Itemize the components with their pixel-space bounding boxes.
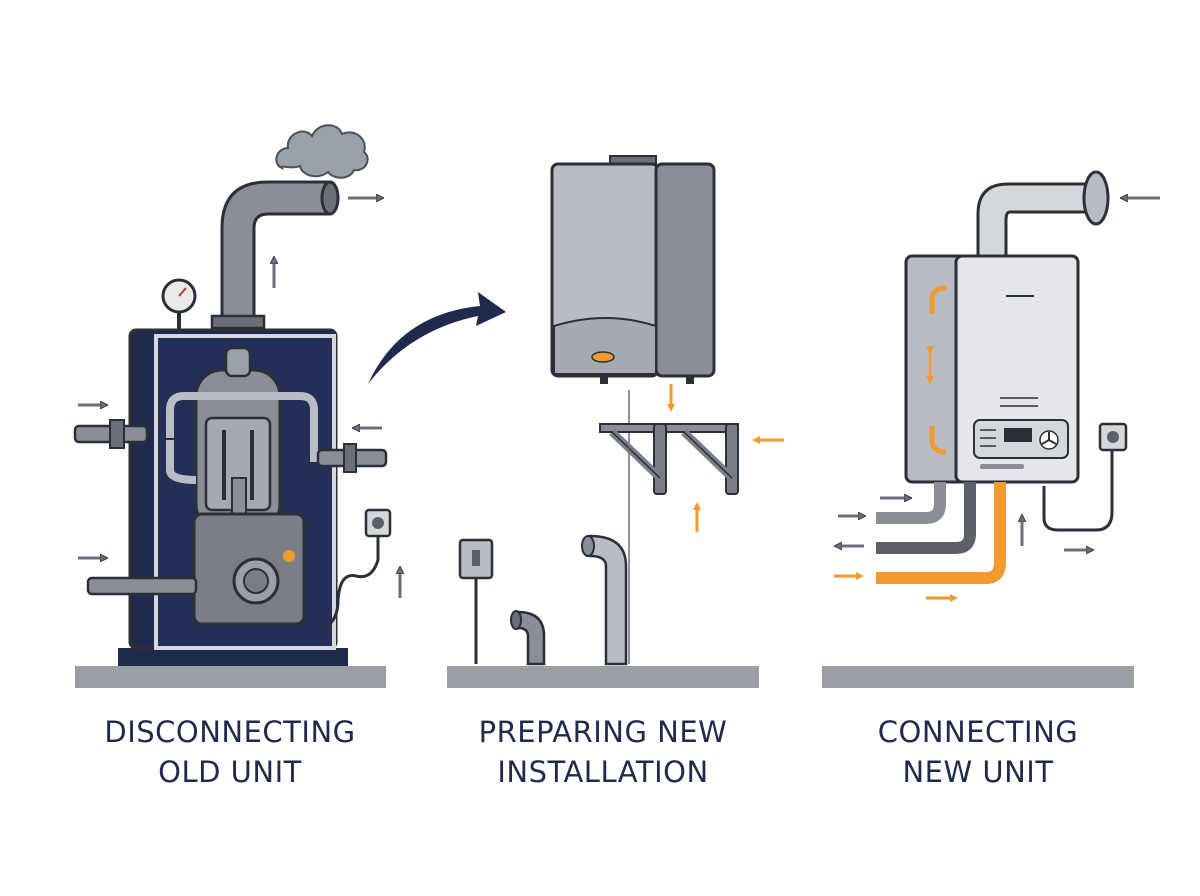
left-pipe-lower bbox=[86, 576, 198, 596]
pipe-orange bbox=[876, 482, 1006, 584]
orange-pipe-upper bbox=[929, 285, 947, 314]
boiler-foot-left bbox=[600, 376, 608, 384]
flue-collar bbox=[210, 314, 266, 330]
ground-slab bbox=[822, 666, 1134, 688]
ground-slab bbox=[75, 666, 386, 688]
short-pipe-opening bbox=[510, 610, 522, 630]
step-2-caption-line-2: INSTALLATION bbox=[497, 755, 709, 789]
step-1-caption: DISCONNECTING OLD UNIT bbox=[50, 712, 410, 792]
step-3-caption-line-2: NEW UNIT bbox=[902, 755, 1054, 789]
status-light-icon bbox=[283, 550, 295, 562]
connecting-illustration bbox=[822, 170, 1160, 688]
power-cord bbox=[317, 536, 380, 630]
pipe-gray-middle bbox=[876, 482, 976, 554]
boiler-lower-panel bbox=[553, 317, 657, 375]
step-2-caption: PREPARING NEW INSTALLATION bbox=[423, 712, 783, 792]
smoke-cloud-icon bbox=[275, 124, 369, 179]
outlet-socket bbox=[1107, 431, 1119, 443]
pipe-gray-upper bbox=[876, 482, 946, 524]
furnace-base bbox=[118, 648, 348, 666]
tall-pipe-opening bbox=[581, 535, 595, 557]
left-pipe-upper-valve bbox=[109, 419, 125, 449]
burner-port-inner bbox=[243, 568, 269, 594]
step-1-caption-line-2: OLD UNIT bbox=[158, 755, 302, 789]
boiler-foot-right bbox=[686, 376, 694, 384]
internal-pipe-lower bbox=[166, 440, 197, 484]
status-bar bbox=[980, 464, 1024, 469]
flue-pipe bbox=[220, 180, 332, 324]
gauge-needle bbox=[178, 287, 187, 297]
tank-top-cap bbox=[224, 346, 252, 378]
boiler-side bbox=[654, 162, 716, 378]
display-screen bbox=[1004, 428, 1032, 442]
step-3-caption-line-1: CONNECTING bbox=[877, 715, 1079, 749]
orange-pipe-lower bbox=[929, 426, 947, 455]
step-3-caption: CONNECTING NEW UNIT bbox=[798, 712, 1158, 792]
burner-box bbox=[231, 477, 247, 517]
switch-toggle bbox=[472, 550, 480, 566]
internal-pipe-loop bbox=[166, 392, 318, 462]
flue-wall-plate bbox=[1082, 170, 1110, 226]
step-2-caption-line-1: PREPARING NEW bbox=[478, 715, 728, 749]
preparing-illustration bbox=[447, 155, 784, 688]
tall-pipe bbox=[588, 534, 628, 666]
outlet-socket bbox=[372, 517, 384, 529]
flue-pipe bbox=[976, 182, 1096, 258]
transition-arrow-icon bbox=[368, 292, 506, 384]
ground-slab bbox=[447, 666, 759, 688]
flue-pipe-opening bbox=[320, 180, 340, 216]
fan-blades bbox=[1041, 432, 1057, 445]
power-cord bbox=[1042, 446, 1114, 532]
short-pipe bbox=[516, 610, 546, 666]
mounting-bracket-icon bbox=[599, 423, 739, 495]
right-pipe-valve bbox=[343, 443, 357, 473]
boiler-indicator-icon bbox=[591, 351, 615, 363]
step-1-caption-line-1: DISCONNECTING bbox=[104, 715, 356, 749]
old-unit-illustration bbox=[73, 124, 400, 688]
